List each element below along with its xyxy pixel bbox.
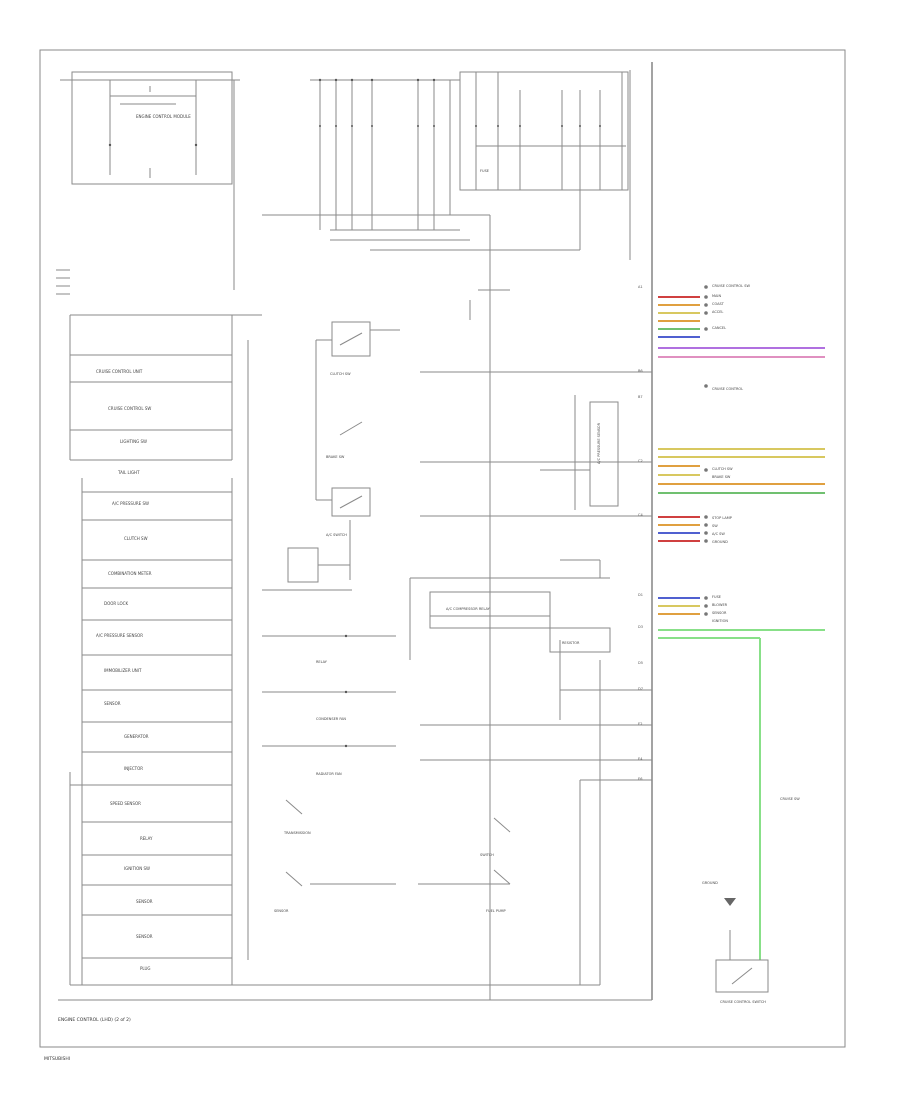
ground-symbol-icon (724, 898, 736, 906)
ecm-box (71, 71, 233, 185)
relay-cluster (459, 71, 629, 191)
svg-text:A1: A1 (638, 285, 643, 289)
clutch-switch (331, 321, 371, 357)
left-module-14: SPEED SENSOR (110, 801, 141, 806)
right-label-10: SW (712, 524, 718, 528)
left-module-6: CLUTCH SW (124, 536, 148, 541)
svg-text:E6: E6 (638, 777, 642, 781)
fuse-label: FUSE (480, 169, 489, 173)
left-module-7: COMBINATION METER (108, 571, 152, 576)
left-module-1: CRUISE CONTROL UNIT (96, 369, 143, 374)
footer-caption: ENGINE CONTROL (LHD) (2 of 2) (58, 1017, 131, 1023)
cruise-switch-label: CRUISE CONTROL SWITCH (720, 1000, 766, 1004)
middle-label-7: RADIATOR FAN (316, 772, 342, 776)
left-module-12: GENERATOR (124, 734, 149, 739)
left-module-10: IMMOBILIZER UNIT (104, 668, 142, 673)
svg-text:B7: B7 (638, 395, 643, 399)
right-label-14: BLOWER (712, 603, 728, 607)
left-module-8: DOOR LOCK (104, 601, 128, 606)
cruise-switch-box (715, 959, 769, 993)
svg-text:B6: B6 (638, 369, 643, 373)
ac-switch (331, 487, 371, 517)
middle-label-1: CLUTCH SW (330, 372, 351, 376)
svg-text:D7: D7 (638, 687, 643, 691)
left-module-5: A/C PRESSURE SW (112, 501, 149, 506)
right-label-15: SENSOR (712, 611, 727, 615)
middle-label-9: SWITCH (480, 853, 494, 857)
right-wire-stubs (658, 296, 825, 960)
left-module-4: TAIL LIGHT (117, 470, 140, 475)
right-label-1: CRUISE CONTROL SW (712, 284, 750, 288)
middle-label-10: FUEL PUMP (486, 909, 506, 913)
svg-text:C4: C4 (638, 513, 643, 517)
middle-label-12: RESISTOR (562, 641, 580, 645)
svg-text:D5: D5 (638, 661, 643, 665)
right-label-2: MAIN (712, 294, 721, 298)
left-module-16: IGNITION SW (124, 866, 150, 871)
middle-label-11: SENSOR (274, 909, 289, 913)
right-label-17: CRUISE SW (780, 797, 800, 801)
left-module-2: CRUISE CONTROL SW (108, 406, 151, 411)
right-label-16: IGNITION (712, 619, 728, 623)
middle-label-2: BRAKE SW (326, 455, 345, 459)
middle-label-8: TRANSMISSION (283, 831, 311, 835)
sensor-block (589, 401, 619, 507)
right-label-3: COAST (712, 302, 725, 306)
right-label-12: GROUND (712, 540, 728, 544)
middle-label-3: A/C SWITCH (326, 533, 347, 537)
right-label-7: CLUTCH SW (712, 467, 733, 471)
svg-text:C2: C2 (638, 459, 643, 463)
ground-label: GROUND (702, 881, 718, 885)
left-module-11: SENSOR (104, 701, 121, 706)
left-module-9: A/C PRESSURE SENSOR (96, 633, 143, 638)
left-module-19: PLUG (140, 966, 150, 971)
right-connector-labels: CRUISE CONTROL SW MAIN COAST ACCEL CANCE… (712, 284, 800, 801)
middle-label-5: RELAY (316, 660, 328, 664)
svg-text:D1: D1 (638, 593, 643, 597)
right-label-5: CANCEL (712, 326, 726, 330)
right-label-13: FUSE (712, 595, 721, 599)
resistor-box (549, 627, 611, 653)
components-ac-pressure: A/C PRESSURE SENSOR (597, 422, 601, 464)
ac-relay-block (429, 591, 551, 629)
left-module-15: RELAY (140, 836, 153, 841)
svg-text:D3: D3 (638, 625, 643, 629)
left-module-18: SENSOR (136, 934, 153, 939)
footer-page-code: MITSUBISHI (44, 1056, 70, 1062)
ecm-box-label: ENGINE CONTROL MODULE (136, 114, 191, 119)
right-label-6: CRUISE CONTROL (712, 387, 743, 391)
svg-text:E4: E4 (638, 757, 643, 761)
right-label-9: STOP LAMP (712, 516, 732, 520)
middle-label-6: CONDENSER FAN (316, 717, 346, 721)
middle-label-4: A/C COMPRESSOR RELAY (446, 607, 491, 611)
right-label-8: BRAKE SW (712, 475, 731, 479)
left-module-list: CRUISE CONTROL UNIT CRUISE CONTROL SW LI… (70, 354, 232, 971)
left-module-3: LIGHTING SW (120, 439, 147, 444)
ecm-connector-pins: A1 B6 B7 C2 C4 D1 D3 D5 D7 E2 E4 E6 (638, 285, 643, 781)
diagram-border (39, 49, 846, 1048)
right-label-4: ACCEL (712, 310, 723, 314)
left-module-13: INJECTOR (124, 766, 143, 771)
svg-text:E2: E2 (638, 722, 642, 726)
relay-box (287, 547, 319, 583)
right-label-11: A/C SW (712, 532, 725, 536)
left-module-17: SENSOR (136, 899, 153, 904)
